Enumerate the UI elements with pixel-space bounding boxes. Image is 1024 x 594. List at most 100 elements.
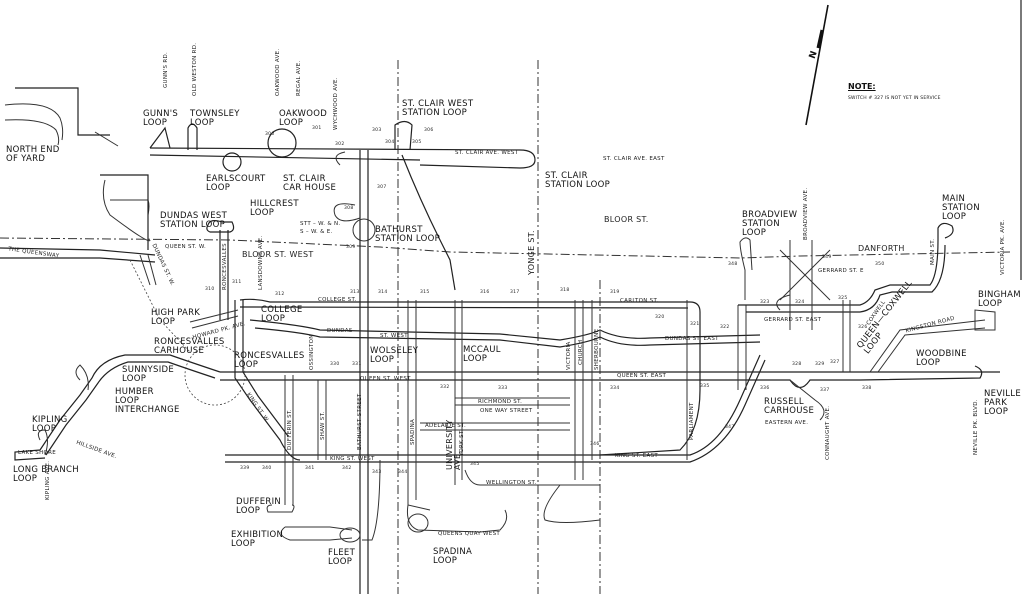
label-humber-loop-interchange: HUMBER LOOP INTERCHANGE [115, 387, 180, 415]
switch-number: 308 [344, 206, 354, 211]
street-dufferin: DUFFERIN ST. [287, 409, 293, 450]
switch-number: 324 [795, 300, 805, 305]
switch-number: 305 [412, 140, 422, 145]
switch-number: 339 [240, 466, 250, 471]
street-king-west: KING ST. WEST [330, 456, 375, 462]
hillcrest-note-2: S – W. & E. [300, 229, 333, 235]
label-sunnyside-loop: SUNNYSIDE LOOP [122, 365, 175, 384]
street-wellington: WELLINGTON ST. [486, 480, 537, 486]
switch-number: 329 [815, 362, 825, 367]
switch-number: 321 [690, 322, 700, 327]
switch-number: 309 [346, 245, 356, 250]
switch-number: 341 [305, 466, 315, 471]
label-roncesvalles-carhouse: RONCESVALLES CARHOUSE [154, 337, 225, 356]
label-st-clair-car-house: ST. CLAIR CAR HOUSE [283, 174, 337, 193]
switch-number: 348 [728, 262, 738, 267]
switch-number: 343 [372, 470, 382, 475]
hillcrest-note-1: STT – W. & N. [300, 221, 341, 227]
switch-number: 330 [330, 362, 340, 367]
switch-number: 338 [862, 386, 872, 391]
street-carlton: CARLTON ST. [620, 298, 659, 304]
street-gerrard-east: GERRARD ST. EAST [764, 317, 822, 323]
label-mccaul-loop: McCAUL LOOP [463, 345, 501, 364]
street-bloor-west: BLOOR ST. WEST [242, 250, 314, 259]
street-queen-west: QUEEN ST. WEST [360, 376, 411, 382]
street-wychwood: WYCHWOOD AVE. [333, 77, 339, 130]
bloor-danforth-line [0, 237, 1011, 259]
street-lansdowne: LANSDOWNE AVE. [258, 235, 264, 291]
street-oakwood: OAKWOOD AVE. [275, 48, 281, 96]
street-st-clair-east: ST. CLAIR AVE. EAST [603, 156, 665, 162]
switch-number: 300 [265, 132, 275, 137]
street-victoria-park: VICTORIA PK. AVE. [1000, 219, 1006, 275]
label-dundas-west-station-loop: DUNDAS WEST STATION LOOP [160, 211, 228, 230]
label-earlscourt-loop: EARLSCOURT LOOP [206, 174, 266, 193]
street-king-east: KING ST. EAST [615, 453, 659, 459]
label-long-branch-loop: LONG BRANCH LOOP [13, 465, 79, 484]
label-high-park-loop: HIGH PARK LOOP [151, 308, 201, 327]
switch-number: 307 [377, 185, 387, 190]
switch-number: 325 [838, 296, 848, 301]
switch-number: 326 [858, 325, 868, 330]
label-broadview-station-loop: BROADVIEW STATION LOOP [742, 210, 798, 238]
street-one-way: ONE WAY STREET [480, 408, 533, 414]
street-college: COLLEGE ST. [318, 297, 357, 303]
switch-number: 347 [725, 425, 735, 430]
label-neville-park-loop: NEVILLE PARK LOOP [984, 389, 1021, 417]
switch-number: 314 [378, 290, 388, 295]
switch-number: 344 [398, 470, 408, 475]
switch-number: 311 [232, 280, 242, 285]
switch-number: 333 [498, 386, 508, 391]
switch-number: 336 [760, 386, 770, 391]
switch-number: 319 [610, 290, 620, 295]
label-main-station-loop: MAIN STATION LOOP [942, 194, 980, 222]
street-eastern: EASTERN AVE. [765, 420, 809, 426]
street-connaught: CONNAUGHT AVE. [825, 405, 831, 460]
street-queen-east: QUEEN ST. EAST [617, 373, 667, 379]
switch-number: 301 [312, 126, 322, 131]
street-shaw: SHAW ST. [320, 411, 326, 440]
switch-number: 313 [350, 290, 360, 295]
street-queen-st-w: QUEEN ST. W. [165, 244, 207, 250]
switch-number: 304 [385, 140, 395, 145]
street-bathurst: BATHURST STREET [357, 393, 363, 450]
street-church: CHURCH [578, 339, 584, 365]
street-st-clair-west: ST. CLAIR AVE. WEST [455, 150, 519, 156]
switch-number: 345 [470, 462, 480, 467]
switch-number: 316 [480, 290, 490, 295]
street-dundas-east: DUNDAS ST. EAST [665, 336, 719, 342]
street-richmond: RICHMOND ST. [478, 399, 523, 405]
street-main: MAIN ST. [930, 238, 936, 265]
switch-number: 322 [720, 325, 730, 330]
street-roncesvalles: RONCESVALLES [222, 243, 228, 290]
label-spadina-loop: SPADINA LOOP [433, 547, 473, 566]
switch-number: 315 [420, 290, 430, 295]
note-title: NOTE: [848, 82, 876, 91]
label-hillcrest-loop: HILLCREST LOOP [250, 199, 299, 218]
switch-number: 310 [205, 287, 215, 292]
label-bingham-loop: BINGHAM LOOP [978, 290, 1021, 309]
switch-number: 346 [590, 442, 600, 447]
street-gunns-rd: GUNN'S RD. [163, 51, 169, 88]
street-queens-quay: QUEENS QUAY WEST [438, 531, 501, 537]
label-woodbine-loop: WOODBINE LOOP [916, 349, 967, 368]
street-lake-shore: LAKE SHORE [18, 450, 57, 456]
label-exhibition-loop: EXHIBITION LOOP [231, 530, 284, 549]
switch-number: 331 [352, 362, 362, 367]
label-gunns-loop: GUNN'S LOOP [143, 109, 179, 128]
switch-number: 350 [875, 262, 885, 267]
label-st-clair-west-station-loop: ST. CLAIR WEST STATION LOOP [402, 99, 474, 118]
switch-number: 317 [510, 290, 520, 295]
street-yonge: YONGE ST. [527, 230, 536, 275]
street-dundas: DUNDAS [327, 328, 353, 334]
street-victoria: VICTORIA [566, 341, 572, 370]
switch-number: 320 [655, 315, 665, 320]
switch-number: 332 [440, 385, 450, 390]
switch-number: 318 [560, 288, 570, 293]
label-roncesvalles-loop: RONCESVALLES LOOP [234, 351, 305, 370]
street-gerrard-e: GERRARD ST. E [818, 268, 864, 274]
label-bathurst-station-loop: BATHURST STATION LOOP [375, 225, 441, 244]
switch-number: 302 [335, 142, 345, 147]
label-st-clair-station-loop: ST. CLAIR STATION LOOP [545, 171, 611, 190]
